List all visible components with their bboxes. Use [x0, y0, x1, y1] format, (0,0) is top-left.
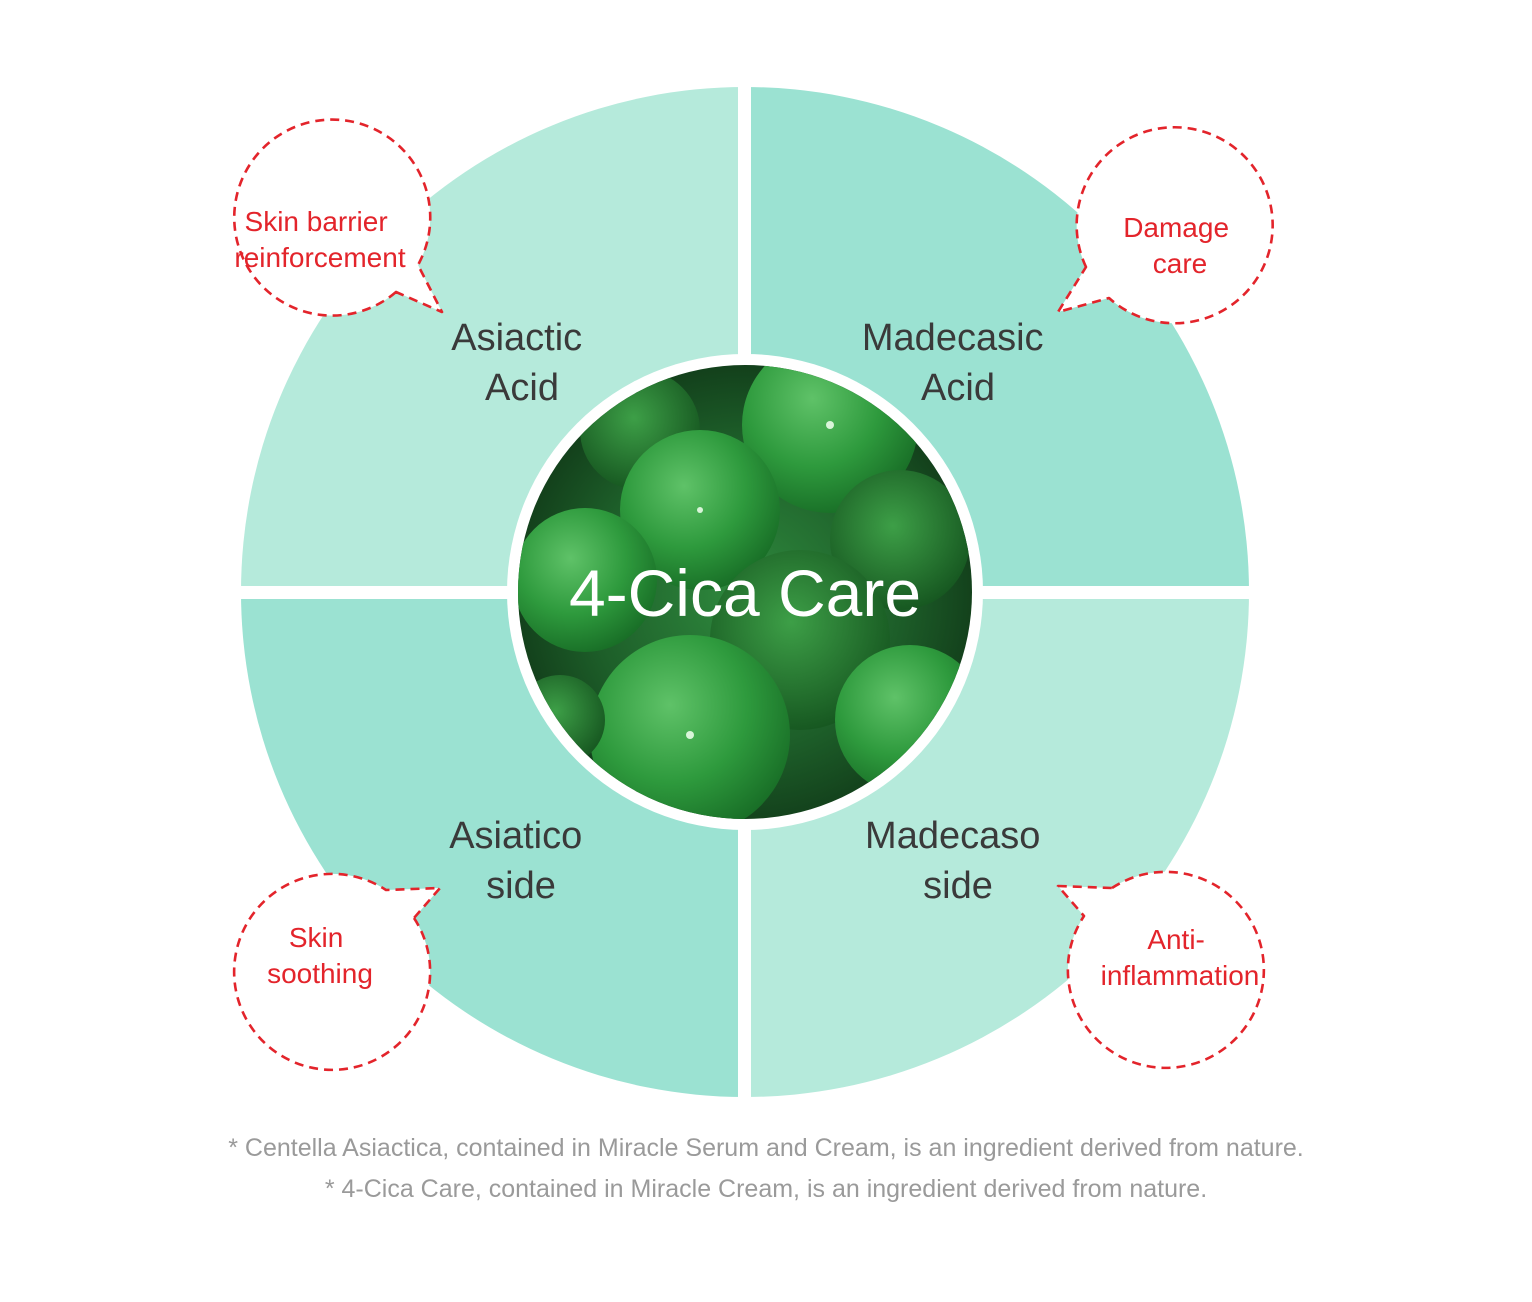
footnote-1: * Centella Asiactica, contained in Mirac… [228, 1134, 1304, 1162]
quadrant-label-bottom-right: Madecaso side [865, 815, 1051, 907]
bubble-top-right: Damage care [1056, 125, 1274, 325]
footnotes: * Centella Asiactica, contained in Mirac… [0, 1128, 1532, 1210]
bubble-label-bottom-left: Skin soothing [267, 922, 373, 989]
bubble-label-top-right: Damage care [1123, 212, 1237, 279]
footnote-2: * 4-Cica Care, contained in Miracle Crea… [324, 1175, 1208, 1203]
bubble-bottom-right: Anti- inflammation [1056, 870, 1266, 1070]
bubble-top-left: Skin barrier reinforcement [232, 118, 444, 317]
center-leaf-image: 4-Cica Care [507, 354, 983, 830]
quadrant-label-top-right: Madecasic Acid [862, 317, 1054, 409]
bubble-bottom-left: Skin soothing [232, 872, 442, 1072]
center-title: 4-Cica Care [569, 556, 921, 630]
quadrant-label-bottom-left: Asiatico side [449, 815, 593, 907]
quadrant-label-top-left: Asiactic Acid [451, 317, 592, 409]
bubble-label-bottom-right: Anti- inflammation [1101, 924, 1260, 991]
bubble-label-top-left: Skin barrier reinforcement [234, 206, 405, 273]
